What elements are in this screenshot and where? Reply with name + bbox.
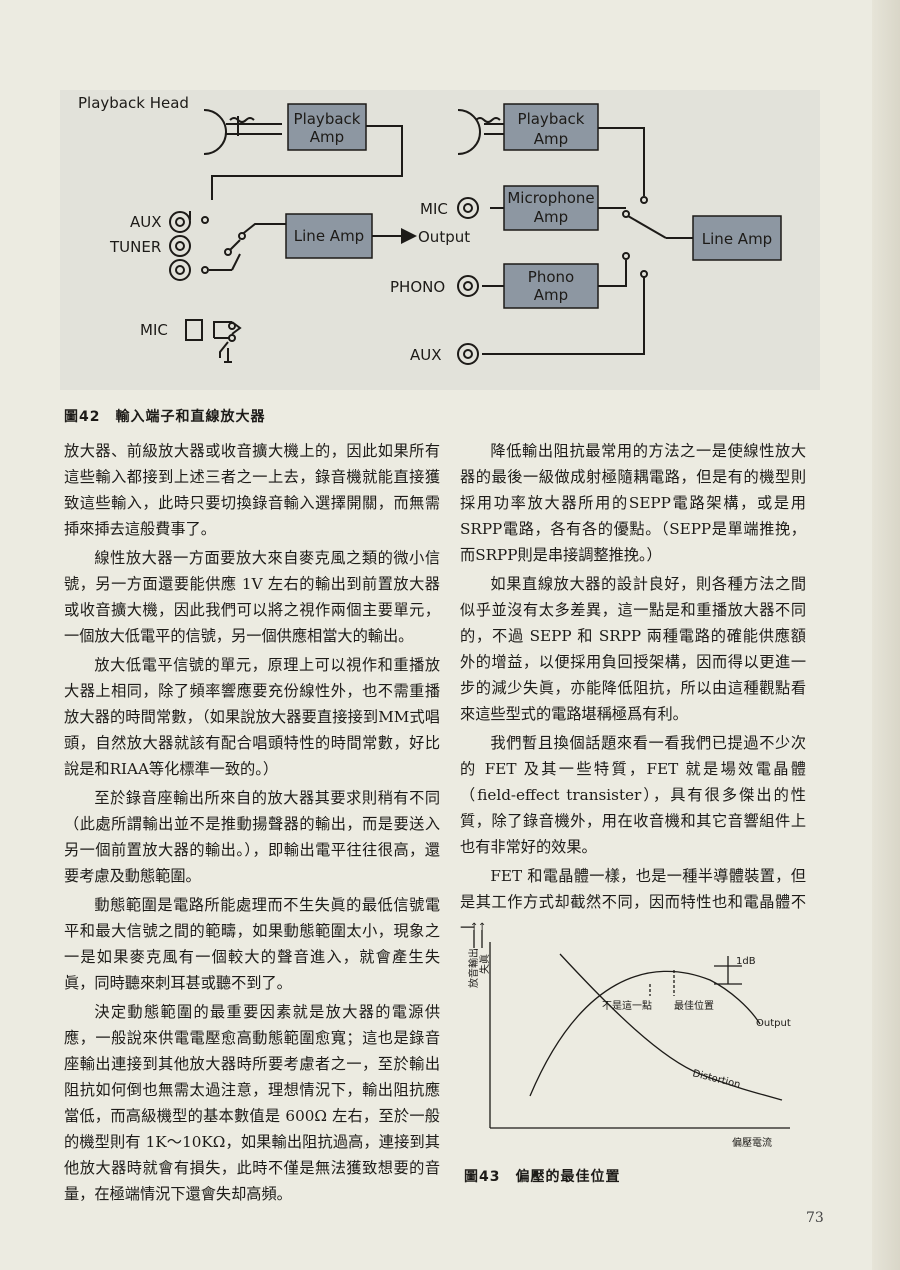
right-column: 降低輸出阻抗最常用的方法之一是使線性放大器的最後一級做成射極隨耦電路，但是有的機… (460, 438, 806, 944)
label-playback-amp-1-l2: Amp (310, 128, 344, 146)
mic-jack-left-icon (185, 319, 203, 341)
line-amp-1-box (285, 213, 373, 259)
left-paragraph-5: 動態範圍是電路所能處理而不生失眞的最低信號電平和最大信號之間的範疇，如果動態範圍… (64, 896, 440, 992)
best-label: 最佳位置 (674, 999, 714, 1012)
label-mic-left: MIC (140, 321, 168, 339)
left-paragraph-6: 決定動態範圍的最重要因素就是放大器的電源供應，一般說來供電電壓愈高動態範圍愈寬；… (64, 1003, 440, 1203)
phono-amp-box (503, 263, 599, 309)
label-line-amp-1: Line Amp (294, 227, 364, 245)
microphone-amp-box (503, 185, 599, 231)
figure-43-diagram: ↑ ↑ 放音輸出 失眞 1dB 不是這一點 最佳位置 Output Distor… (460, 918, 806, 1158)
y-axis-arrow-2: ↑ (478, 922, 486, 933)
playback-head-left-icon (203, 109, 227, 155)
figure-42-diagram: Playback Head Playback Amp Playback Amp … (60, 90, 820, 390)
label-playback-amp-2-l2: Amp (534, 130, 568, 148)
left-paragraph-1: 放大器、前級放大器或收音擴大機上的，因此如果所有這些輸入都接到上述三者之一上去，… (64, 442, 440, 538)
label-line-amp-2: Line Amp (702, 230, 772, 248)
label-playback-head: Playback Head (78, 94, 189, 112)
right-paragraph-1: 降低輸出阻抗最常用的方法之一是使線性放大器的最後一級做成射極隨耦電路，但是有的機… (460, 442, 806, 564)
label-mic-right: MIC (420, 200, 448, 218)
label-phono-amp-l1: Phono (528, 268, 574, 286)
label-phono: PHONO (390, 278, 445, 296)
label-phono-amp-l2: Amp (534, 286, 568, 304)
label-microphone-amp-l2: Amp (534, 208, 568, 226)
distortion-curve (559, 953, 783, 1101)
x-axis-label: 偏壓電流 (732, 1136, 772, 1149)
y-axis-label-1: 放音輸出 (467, 948, 480, 988)
distortion-curve-label: Distortion (691, 1068, 741, 1091)
db-label: 1dB (736, 956, 756, 967)
line-amp-2-box (692, 215, 782, 261)
left-paragraph-2: 線性放大器一方面要放大來自麥克風之類的微小信號，另一方面還要能供應 1V 左右的… (64, 549, 440, 645)
y-axis-label-2: 失眞 (478, 954, 491, 974)
right-paragraph-3: 我們暫且換個話題來看一看我們已提過不少次的 FET 及其一些特質，FET 就是場… (460, 734, 806, 856)
playback-amp-2-box (503, 103, 599, 151)
left-paragraph-4: 至於錄音座輸出所來自的放大器其要求則稍有不同（此處所謂輸出並不是推動揚聲器的輸出… (64, 789, 440, 885)
page-number: 73 (806, 1210, 824, 1226)
label-playback-amp-1-l1: Playback (294, 110, 361, 128)
label-aux-left: AUX (130, 213, 162, 231)
left-paragraph-3: 放大低電平信號的單元，原理上可以視作和重播放大器上相同，除了頻率響應要充份線性外… (64, 656, 440, 778)
label-playback-amp-2-l1: Playback (518, 110, 585, 128)
right-paragraph-2: 如果直線放大器的設計良好，則各種方法之間似乎並沒有太多差異，這一點是和重播放大器… (460, 575, 806, 723)
output-curve-label: Output (756, 1018, 791, 1029)
label-aux-right: AUX (410, 346, 442, 364)
playback-amp-1-box (287, 103, 367, 151)
label-output: Output (418, 228, 470, 246)
left-column: 放大器、前級放大器或收音擴大機上的，因此如果所有這些輸入都接到上述三者之一上去，… (64, 438, 440, 1210)
output-curve (529, 970, 761, 1097)
figure-43-caption: 圖43 偏壓的最佳位置 (464, 1169, 621, 1185)
label-tuner: TUNER (109, 238, 161, 256)
not-best-label: 不是這一點 (602, 999, 652, 1012)
playback-head-right-icon (457, 109, 481, 155)
label-microphone-amp-l1: Microphone (507, 189, 594, 207)
page-edge (872, 0, 900, 1270)
figure-42-caption: 圖42 輸入端子和直線放大器 (64, 409, 266, 425)
right-paragraph-4: FET 和電晶體一樣，也是一種半導體裝置，但是其工作方式却截然不同，因而特性也和… (460, 867, 806, 937)
y-axis-arrow-1: ↑ (470, 922, 478, 933)
